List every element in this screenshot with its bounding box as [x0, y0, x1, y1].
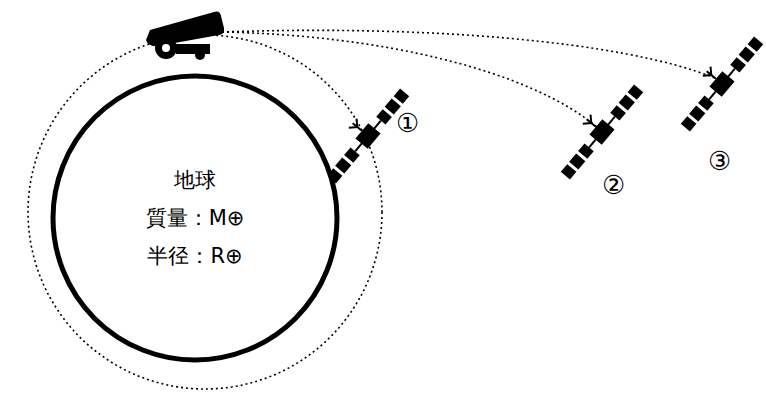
orbit-path	[28, 35, 382, 389]
cannon	[146, 12, 224, 61]
earth-text: 地球	[174, 161, 216, 199]
trajectory	[222, 30, 715, 78]
earth-circle: 地球質量：M⊕半径：R⊕	[50, 73, 340, 363]
callout-number: ②	[602, 170, 625, 200]
callout-number: ③	[708, 146, 731, 176]
callout-number: ①	[396, 108, 419, 138]
earth-text: 質量：M⊕	[146, 199, 245, 237]
earth-text: 半径：R⊕	[147, 237, 242, 275]
